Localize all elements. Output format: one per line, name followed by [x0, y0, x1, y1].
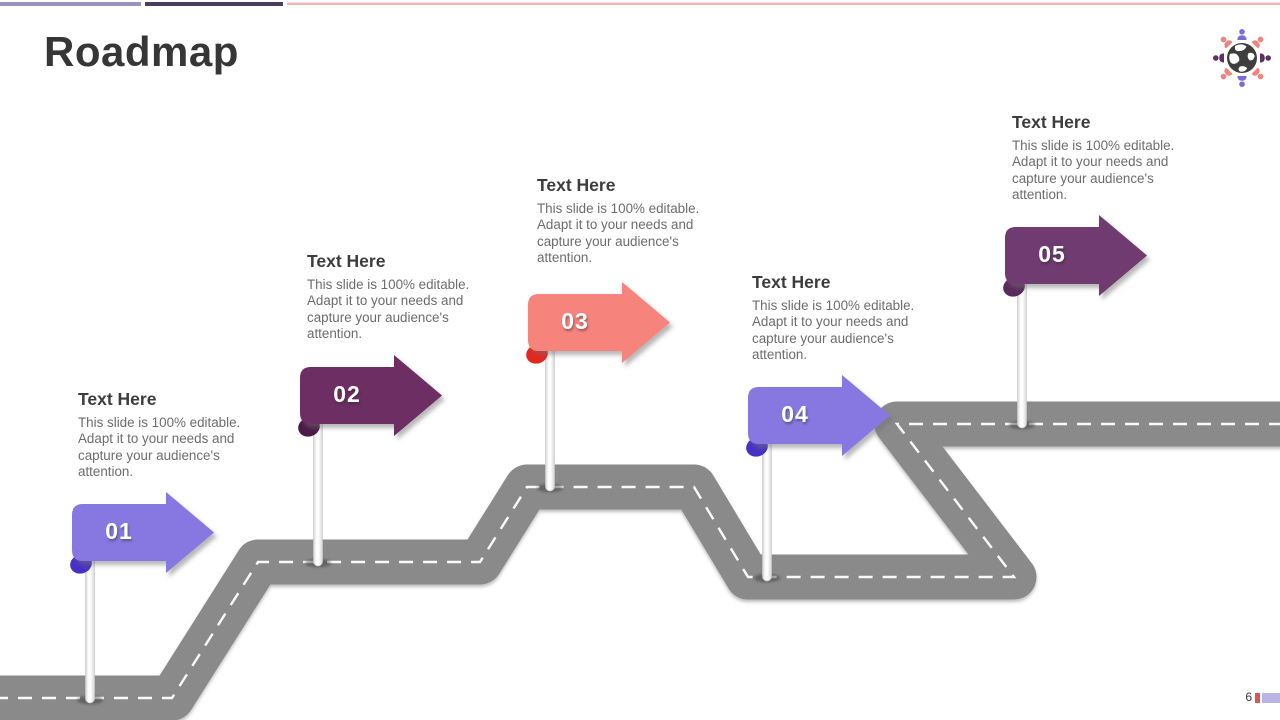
milestone-05-signpost — [1003, 215, 1147, 430]
road — [0, 401, 1280, 720]
milestone-body: This slide is 100% editable. Adapt it to… — [752, 298, 915, 363]
page-title: Roadmap — [44, 28, 239, 75]
road-center-dashed-line — [0, 422, 1280, 700]
arrow-flag — [1005, 215, 1147, 296]
slide-page-number: 6 — [1245, 690, 1252, 704]
top-bar-segment-2 — [145, 2, 283, 6]
arrow-flag — [528, 282, 670, 363]
milestone-04-text-block: Text Here This slide is 100% editable. A… — [752, 272, 915, 364]
milestone-02-number: 02 — [333, 381, 361, 407]
milestone-03-signpost — [526, 282, 670, 493]
milestone-01-number: 01 — [105, 518, 133, 544]
milestone-heading: Text Here — [752, 272, 831, 292]
milestone-body: This slide is 100% editable. Adapt it to… — [1012, 138, 1175, 203]
arrow-flag — [72, 492, 214, 573]
top-accent-bars — [0, 2, 1280, 6]
milestone-body: This slide is 100% editable. Adapt it to… — [78, 415, 241, 480]
globe-icon — [1227, 43, 1257, 73]
logo-people-ring — [1213, 29, 1271, 87]
top-bar-segment-1 — [0, 2, 141, 6]
signpost-pole — [545, 334, 555, 492]
milestone-03-text-block: Text Here This slide is 100% editable. A… — [537, 175, 700, 267]
milestone-04-signpost — [746, 375, 890, 583]
milestone-01-signpost — [70, 492, 214, 705]
footer-mark-red — [1255, 693, 1260, 703]
milestone-heading: Text Here — [78, 389, 157, 409]
arrow-flag — [300, 355, 442, 436]
milestone-02-text-block: Text Here This slide is 100% editable. A… — [307, 251, 470, 343]
milestone-05-number: 05 — [1038, 241, 1066, 267]
milestone-01-text-block: Text Here This slide is 100% editable. A… — [78, 389, 241, 481]
milestone-02-signpost — [298, 355, 442, 568]
arrow-flag — [748, 375, 890, 456]
milestone-body: This slide is 100% editable. Adapt it to… — [537, 201, 700, 266]
milestone-body: This slide is 100% editable. Adapt it to… — [307, 277, 470, 342]
top-bar-segment-3 — [287, 2, 1280, 6]
milestone-05-text-block: Text Here This slide is 100% editable. A… — [1012, 112, 1175, 204]
globe-people-logo-icon — [1213, 29, 1271, 87]
footer-accent-marks — [1255, 693, 1280, 703]
milestone-heading: Text Here — [1012, 112, 1091, 132]
milestone-04-number: 04 — [781, 401, 809, 427]
footer-mark-lavender — [1262, 693, 1280, 703]
milestone-heading: Text Here — [537, 175, 616, 195]
milestone-heading: Text Here — [307, 251, 386, 271]
milestone-03-number: 03 — [561, 308, 589, 334]
